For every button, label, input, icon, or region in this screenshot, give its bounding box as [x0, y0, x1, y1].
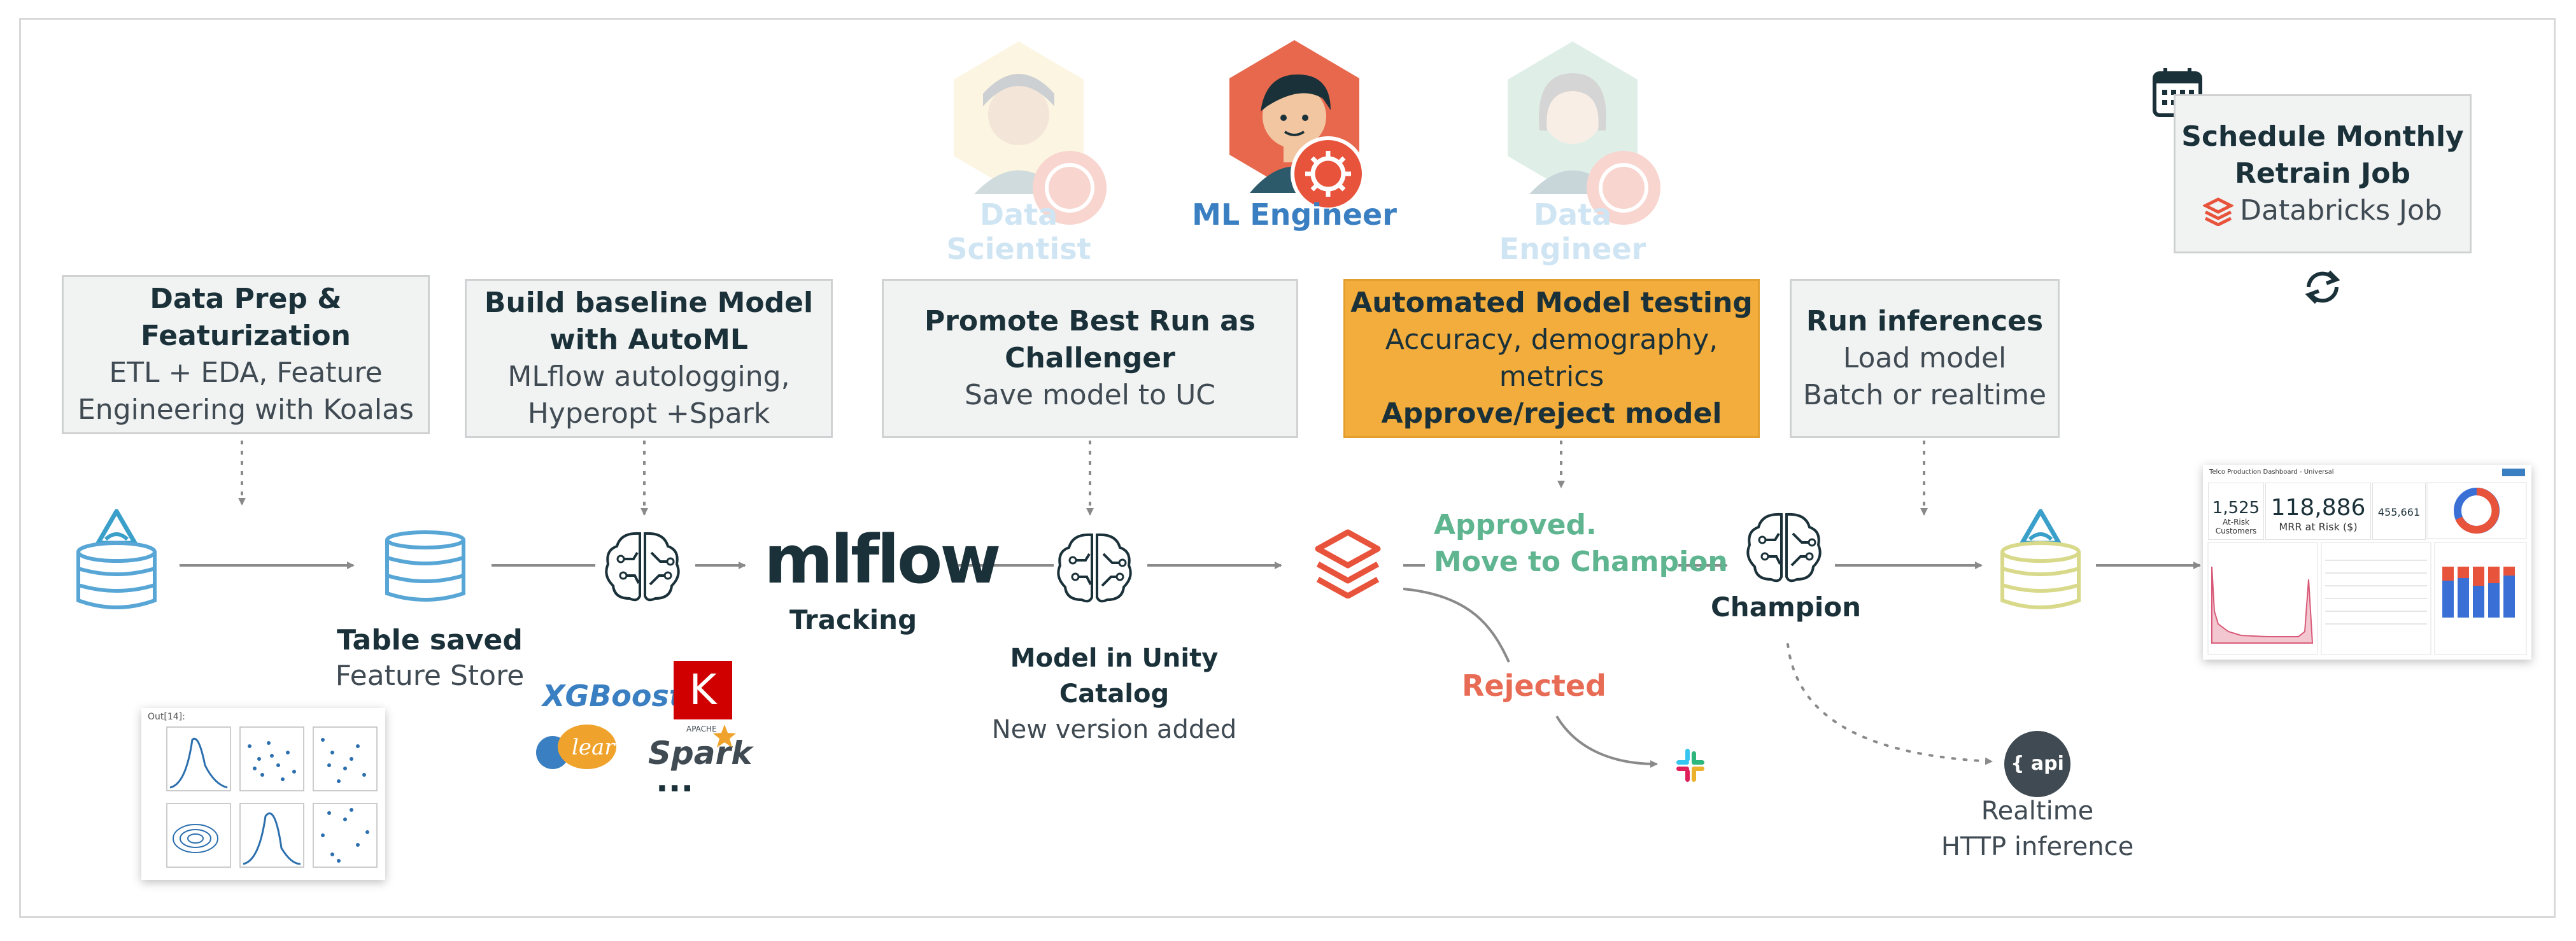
databricks-icon	[1315, 529, 1381, 598]
kpi-mrr: 118,886 MRR at Risk ($)	[2265, 483, 2371, 540]
step-data-prep-line1: ETL + EDA, Feature	[109, 357, 383, 389]
keras-logo: K	[674, 661, 732, 719]
delta-table-icon	[76, 509, 157, 609]
step-automated-testing: Automated Model testing Accuracy, demogr…	[1343, 279, 1760, 438]
schedule-title-line2: Retrain Job	[2235, 157, 2410, 190]
step-promote-line1: Save model to UC	[964, 379, 1216, 411]
pairplot-chart-icon	[166, 726, 378, 868]
step-inferences-line1: Load model	[1843, 342, 2007, 374]
kpi-third: 455,661	[2372, 483, 2426, 540]
sklearn-logo: learn	[536, 725, 644, 769]
persona-label-data-scientist: Data Scientist	[946, 197, 1091, 266]
persona-data-engineer: Data Engineer	[1471, 35, 1674, 266]
step-promote-title2: Challenger	[1005, 342, 1175, 374]
persona-ml-engineer: ML Engineer	[1189, 35, 1399, 251]
more-libraries: ...	[656, 761, 694, 800]
step-build-baseline-line1: MLflow autologging,	[507, 360, 790, 393]
step-promote-title: Promote Best Run as	[924, 305, 1256, 337]
dashboard-button	[2502, 469, 2525, 476]
step-build-baseline: Build baseline Model with AutoML MLflow …	[465, 279, 833, 438]
dashboard-charts-icon	[2207, 482, 2527, 655]
curve-to-rejected	[1403, 588, 1510, 663]
database-icon	[385, 530, 465, 602]
table-saved-label: Table saved Feature Store	[335, 624, 525, 692]
mlflow-logo: mlflow	[764, 521, 1001, 598]
brain-champion-icon	[1746, 513, 1822, 583]
step-testing-title: Automated Model testing	[1350, 287, 1753, 319]
databricks-small-icon	[2203, 197, 2234, 226]
rejected-label: Rejected	[1462, 669, 1606, 703]
diagram-frame	[19, 18, 2556, 918]
step-inferences-title: Run inferences	[1806, 305, 2044, 337]
persona-label-ml-engineer: ML Engineer	[1192, 197, 1397, 232]
api-icon[interactable]: { api }	[2004, 731, 2070, 841]
step-inferences-line2: Batch or realtime	[1802, 379, 2047, 411]
step-data-prep-line2: Engineering with Koalas	[78, 393, 414, 426]
dashboard-title: Telco Production Dashboard - Universal	[2209, 469, 2334, 476]
step-testing-line1: Accuracy, demography,	[1385, 323, 1718, 356]
spark-star-icon	[713, 725, 736, 747]
brain-model-icon	[1057, 533, 1132, 603]
refresh-icon[interactable]	[2300, 264, 2346, 310]
step-data-prep: Data Prep & Featurization ETL + EDA, Fea…	[62, 275, 430, 434]
xgboost-logo: XGBoost	[542, 679, 683, 713]
data-engineer-avatar-icon	[1508, 41, 1660, 225]
kpi-customers: 1,525 At-Risk Customers	[2208, 483, 2264, 540]
sklearn-orange-circle-icon	[558, 725, 616, 769]
tracking-label: Tracking	[789, 604, 917, 635]
step-build-baseline-line2: Hyperopt +Spark	[527, 397, 770, 430]
pairplot-thumbnail: Out[14]:	[141, 708, 385, 880]
brain-icon	[605, 532, 680, 602]
persona-label-data-engineer: Data Engineer	[1499, 197, 1646, 266]
approved-label: Approved. Move to Champion	[1434, 509, 1728, 578]
slack-icon[interactable]	[1671, 746, 1709, 784]
schedule-subtitle: Databricks Job	[2176, 192, 2470, 229]
spark-logo: APACHE Spark	[648, 725, 753, 772]
step-testing-line2: metrics	[1499, 360, 1604, 393]
step-run-inferences: Run inferences Load model Batch or realt…	[1790, 279, 2060, 438]
champion-label: Champion	[1710, 591, 1862, 623]
model-uc-label: Model in Unity Catalog New version added	[991, 644, 1237, 744]
step-testing-line3: Approve/reject model	[1381, 397, 1722, 430]
step-build-baseline-title2: with AutoML	[549, 323, 748, 356]
step-data-prep-title2: Featurization	[141, 320, 351, 352]
curve-rejected-to-slack	[1555, 715, 1658, 768]
data-scientist-avatar-icon	[954, 41, 1107, 225]
step-data-prep-title: Data Prep &	[150, 283, 342, 315]
ml-engineer-avatar-icon	[1229, 40, 1366, 211]
step-promote-best-run: Promote Best Run as Challenger Save mode…	[882, 279, 1298, 438]
persona-data-scientist: Data Scientist	[917, 35, 1121, 266]
pairplot-title: Out[14]:	[148, 712, 185, 722]
delta-gold-table-icon	[2000, 509, 2081, 609]
realtime-label: Realtime HTTP inference	[1941, 796, 2134, 861]
dashboard-thumbnail: Telco Production Dashboard - Universal 1…	[2203, 465, 2531, 660]
schedule-title-line1: Schedule Monthly	[2181, 120, 2464, 153]
dotted-champion-to-api	[1787, 643, 1993, 765]
step-build-baseline-title: Build baseline Model	[484, 287, 814, 319]
schedule-retrain-box: Schedule Monthly Retrain Job Databricks …	[2174, 94, 2472, 253]
